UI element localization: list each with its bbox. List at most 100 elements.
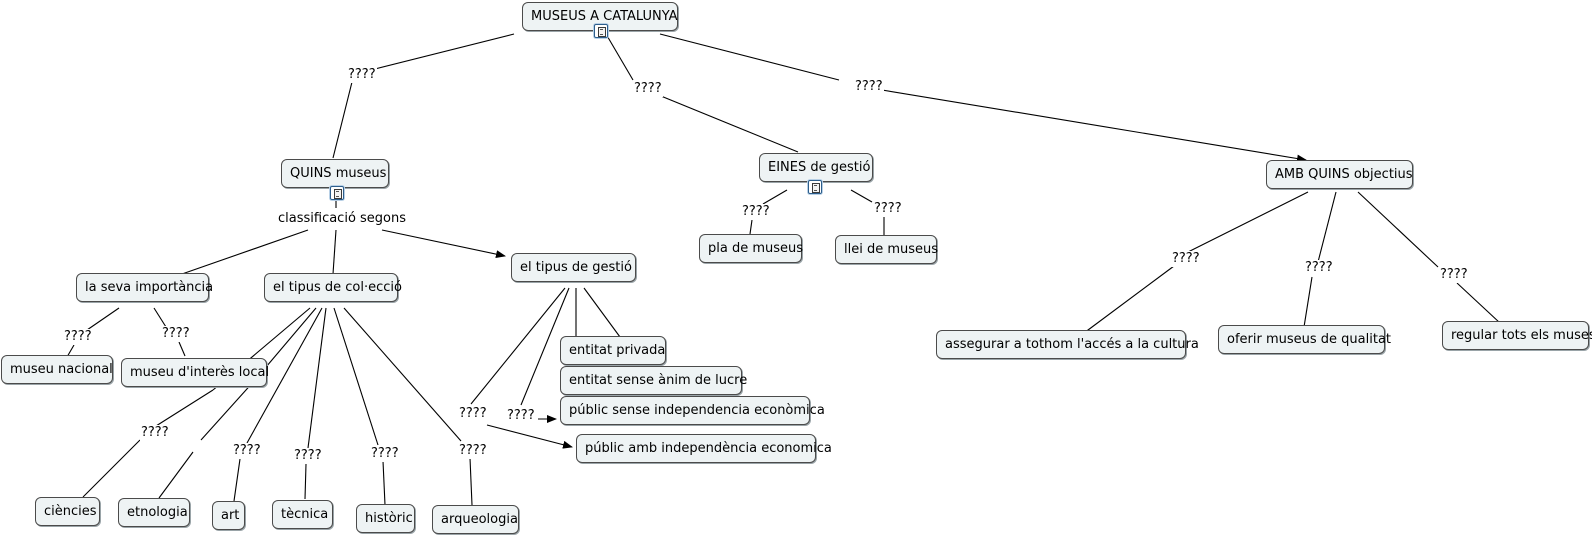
connector-line bbox=[583, 287, 621, 338]
node-label: la seva importància bbox=[85, 280, 214, 295]
document-icon[interactable] bbox=[594, 24, 608, 38]
node-museu-interes-local[interactable]: museu d'interès local bbox=[121, 358, 270, 387]
node-label: el tipus de gestió bbox=[520, 260, 632, 275]
connector-line bbox=[1083, 265, 1175, 334]
connector-line bbox=[307, 307, 327, 449]
node-entitat-sense-anim-de-lucre[interactable]: entitat sense ànim de lucre bbox=[560, 366, 747, 395]
connector-line bbox=[486, 424, 573, 449]
node-label: històric bbox=[365, 511, 413, 526]
connector-line bbox=[155, 389, 214, 427]
node-label: assegurar a tothom l'accés a la cultura bbox=[945, 337, 1199, 352]
link-label: ???? bbox=[506, 408, 536, 424]
connector-line bbox=[86, 307, 120, 331]
node-label: museu d'interès local bbox=[130, 365, 270, 380]
node-museu-nacional[interactable]: museu nacional bbox=[1, 355, 113, 384]
connector-line bbox=[332, 229, 337, 275]
connector-line bbox=[200, 379, 256, 441]
node-tecnica[interactable]: tècnica bbox=[272, 500, 333, 529]
node-quins-museus[interactable]: QUINS museus bbox=[281, 159, 389, 188]
link-label: ???? bbox=[370, 446, 400, 462]
node-la-seva-importancia[interactable]: la seva importància bbox=[76, 273, 213, 302]
link-label: ???? bbox=[1304, 260, 1334, 276]
connector-line bbox=[1317, 191, 1337, 263]
connector-line bbox=[875, 88, 1307, 163]
node-label: MUSEUS A CATALUNYA bbox=[531, 9, 678, 24]
node-label: entitat sense ànim de lucre bbox=[569, 373, 748, 388]
link-label: ???? bbox=[873, 201, 903, 217]
connector-line bbox=[153, 307, 167, 328]
link-label: ???? bbox=[854, 79, 884, 95]
connector-line bbox=[381, 229, 506, 259]
node-pla-de-museus[interactable]: pla de museus bbox=[699, 234, 804, 263]
node-label: llei de museus bbox=[844, 242, 939, 257]
connector-line bbox=[233, 458, 241, 502]
connector-line bbox=[181, 229, 309, 275]
node-arqueologia[interactable]: arqueologia bbox=[432, 505, 519, 534]
link-label: ???? bbox=[741, 204, 771, 220]
link-label: ???? bbox=[232, 443, 262, 459]
connector-line bbox=[659, 33, 840, 81]
connector-line bbox=[1187, 191, 1309, 253]
node-entitat-privada[interactable]: entitat privada bbox=[560, 336, 666, 365]
link-label: ???? bbox=[140, 425, 170, 441]
node-label: tècnica bbox=[281, 507, 329, 522]
connector-line bbox=[469, 457, 473, 506]
node-label: públic amb independència economica bbox=[585, 441, 832, 456]
node-public-sense-independencia[interactable]: públic sense independencia econòmica bbox=[560, 396, 825, 425]
link-label: ???? bbox=[458, 443, 488, 459]
connector-line bbox=[1357, 191, 1439, 268]
node-art[interactable]: art bbox=[212, 501, 245, 530]
document-icon[interactable] bbox=[808, 180, 822, 194]
node-label: QUINS museus bbox=[290, 166, 387, 181]
link-label: ???? bbox=[347, 67, 377, 83]
node-historic[interactable]: històric bbox=[356, 504, 415, 533]
node-label: públic sense independencia econòmica bbox=[569, 403, 825, 418]
link-label: ???? bbox=[161, 326, 191, 342]
node-el-tipus-de-colleccio[interactable]: el tipus de col·ecció bbox=[264, 273, 402, 302]
connector-line bbox=[82, 439, 141, 498]
connector-line bbox=[470, 287, 566, 405]
connector-line bbox=[178, 341, 186, 357]
connector-line bbox=[382, 460, 386, 506]
node-label: ciències bbox=[44, 504, 97, 519]
node-label: EINES de gestió bbox=[768, 160, 871, 175]
connector-line bbox=[1303, 276, 1313, 328]
node-label: etnologia bbox=[127, 505, 188, 520]
connector-line bbox=[343, 307, 462, 442]
node-public-amb-independencia[interactable]: públic amb independència economica bbox=[576, 434, 832, 463]
connector-line bbox=[332, 81, 353, 159]
node-regular-tots-els-muses[interactable]: regular tots els muses bbox=[1442, 321, 1592, 350]
connector-line bbox=[304, 463, 307, 500]
connector-line bbox=[850, 189, 873, 203]
node-el-tipus-de-gestio[interactable]: el tipus de gestió bbox=[511, 253, 636, 282]
link-label-classificacio-segons: classificació segons bbox=[277, 211, 408, 227]
node-label: museu nacional bbox=[10, 362, 113, 377]
connector-line bbox=[605, 33, 634, 81]
node-assegurar-acces-cultura[interactable]: assegurar a tothom l'accés a la cultura bbox=[936, 330, 1199, 359]
node-eines-de-gestio[interactable]: EINES de gestió bbox=[759, 153, 873, 182]
connector-line bbox=[749, 219, 753, 235]
node-llei-de-museus[interactable]: llei de museus bbox=[835, 235, 939, 264]
node-label: pla de museus bbox=[708, 241, 804, 256]
connector-line bbox=[370, 33, 515, 71]
link-label: ???? bbox=[458, 406, 488, 422]
node-label: entitat privada bbox=[569, 343, 666, 358]
node-amb-quins-objectius[interactable]: AMB QUINS objectius bbox=[1266, 160, 1413, 189]
connector-line bbox=[246, 307, 323, 444]
link-label: ???? bbox=[1439, 267, 1469, 283]
node-etnologia[interactable]: etnologia bbox=[118, 498, 190, 527]
link-label: ???? bbox=[1171, 251, 1201, 267]
connector-line bbox=[333, 307, 379, 446]
connector-line bbox=[1456, 282, 1501, 324]
node-label: el tipus de col·ecció bbox=[273, 280, 402, 295]
link-label: ???? bbox=[293, 448, 323, 464]
link-label: ???? bbox=[633, 81, 663, 97]
node-label: regular tots els muses bbox=[1451, 328, 1592, 343]
node-label: arqueologia bbox=[441, 512, 518, 527]
node-oferir-museus-qualitat[interactable]: oferir museus de qualitat bbox=[1218, 325, 1391, 354]
node-label: AMB QUINS objectius bbox=[1275, 167, 1413, 182]
node-ciencies[interactable]: ciències bbox=[35, 497, 100, 526]
document-icon[interactable] bbox=[330, 186, 344, 200]
node-label: oferir museus de qualitat bbox=[1227, 332, 1392, 347]
